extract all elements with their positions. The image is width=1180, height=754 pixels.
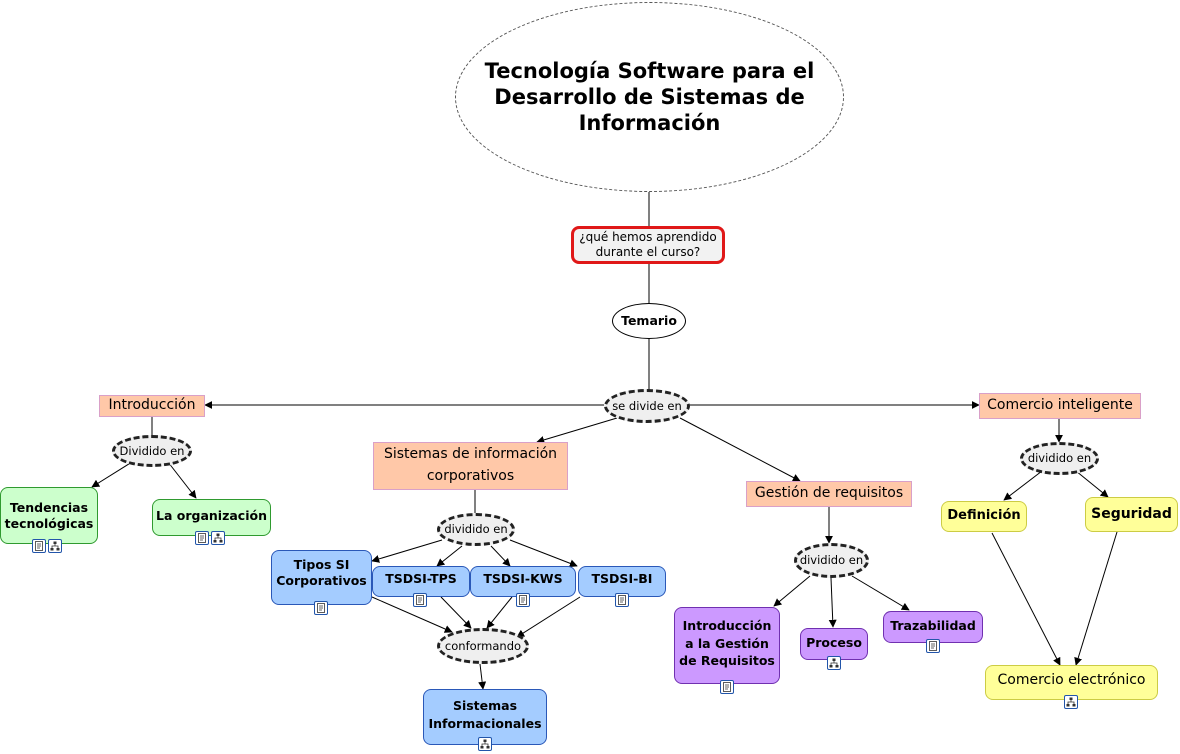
sistemas-informacionales-label: Sistemas Informacionales [428, 698, 542, 732]
tipos-si-node[interactable]: Tipos SI Corporativos [271, 550, 372, 605]
sistemas-corporativos-node[interactable]: Sistemas de información corporativos [373, 442, 568, 490]
sistemas-corporativos-label: Sistemas de información corporativos [383, 446, 558, 484]
title-node[interactable]: Tecnología Software para el Desarrollo d… [455, 2, 844, 192]
introduccion-node[interactable]: Introducción [99, 395, 205, 417]
document-icon[interactable] [32, 539, 46, 553]
trazabilidad-icons [926, 639, 940, 653]
concept-map-icon[interactable] [48, 539, 62, 553]
document-icon[interactable] [615, 593, 629, 607]
gestion-requisitos-label: Gestión de requisitos [754, 485, 904, 502]
sistemas-informacionales-icons [478, 737, 492, 751]
arrow-dividido-tipos [371, 539, 443, 563]
document-icon[interactable] [195, 531, 209, 545]
tsdsi-bi-label: TSDSI-BI [591, 571, 653, 586]
tipos-si-label: Tipos SI Corporativos [276, 557, 367, 588]
conformando-label: conformando [444, 638, 522, 653]
intro-gestion-icons [720, 680, 734, 694]
dividido-en-com-label: dividido en [1027, 451, 1092, 466]
seguridad-node[interactable]: Seguridad [1085, 497, 1178, 532]
introduccion-label: Introducción [108, 397, 196, 414]
question-label: ¿qué hemos aprendido durante el curso? [579, 230, 717, 259]
arrow-dividido-seguridad [1075, 470, 1109, 498]
arrow-seguridad-comercioelec [1074, 531, 1118, 666]
arrow-dividido-introgestion [773, 575, 811, 607]
arrow-kws-conformando [486, 596, 513, 629]
arrow-sedivide-sistemas [536, 417, 618, 444]
arrow-dividido-tendencias [91, 461, 133, 488]
tsdsi-tps-node[interactable]: TSDSI-TPS [372, 566, 470, 597]
tsdsi-kws-node[interactable]: TSDSI-KWS [470, 566, 576, 597]
tsdsi-kws-label: TSDSI-KWS [483, 571, 563, 586]
dividido-en-gest-node[interactable]: dividido en [794, 543, 869, 578]
arrow-sedivide-gestion [679, 417, 801, 482]
intro-gestion-label: Introducción a la Gestión de Requisitos [679, 618, 775, 668]
question-node[interactable]: ¿qué hemos aprendido durante el curso? [571, 226, 725, 264]
arrow-conformando-sistemasinf [478, 663, 487, 690]
dividido-en-corp-label: dividido en [444, 522, 508, 537]
tsdsi-tps-label: TSDSI-TPS [385, 571, 457, 586]
organizacion-node[interactable]: La organización [152, 499, 271, 536]
dividido-en-intro-node[interactable]: Dividido en [112, 435, 192, 467]
tsdsi-bi-node[interactable]: TSDSI-BI [578, 566, 666, 597]
organizacion-label: La organización [156, 508, 267, 523]
tsdsi-kws-icons [516, 593, 530, 607]
concept-map-icon[interactable] [1064, 695, 1078, 709]
document-icon[interactable] [413, 593, 427, 607]
arrow-dividido-bi [509, 539, 578, 568]
concept-map-icon[interactable] [211, 531, 225, 545]
organizacion-icons [195, 531, 225, 545]
document-icon[interactable] [516, 593, 530, 607]
tendencias-label: Tendencias tecnológicas [4, 499, 94, 531]
comercio-inteligente-node[interactable]: Comercio inteligente [979, 393, 1141, 419]
concept-map-icon[interactable] [478, 737, 492, 751]
tipos-si-icons [314, 601, 328, 615]
definicion-node[interactable]: Definición [941, 501, 1027, 532]
comercio-electronico-icons [1064, 695, 1078, 709]
arrow-dividido-definicion [1003, 470, 1043, 501]
temario-label: Temario [621, 313, 677, 329]
dividido-en-corp-node[interactable]: dividido en [437, 513, 515, 546]
proceso-icons [827, 656, 841, 670]
document-icon[interactable] [720, 680, 734, 694]
se-divide-en-label: se divide en [612, 398, 682, 413]
arrow-bi-conformando [516, 596, 581, 638]
tendencias-icons [32, 539, 62, 553]
tendencias-node[interactable]: Tendencias tecnológicas [0, 487, 98, 544]
temario-node[interactable]: Temario [612, 303, 686, 339]
arrow-dividido-trazabilidad [851, 575, 910, 611]
intro-gestion-node[interactable]: Introducción a la Gestión de Requisitos [674, 607, 780, 684]
tsdsi-tps-icons [413, 593, 427, 607]
document-icon[interactable] [314, 601, 328, 615]
arrow-tps-conformando [440, 596, 472, 629]
trazabilidad-label: Trazabilidad [890, 618, 976, 633]
definicion-label: Definición [947, 508, 1021, 524]
dividido-en-com-node[interactable]: dividido en [1020, 442, 1099, 475]
tsdsi-bi-icons [615, 593, 629, 607]
arrow-dividido-organizacion [167, 461, 197, 499]
sistemas-informacionales-node[interactable]: Sistemas Informacionales [423, 689, 547, 745]
se-divide-en-node[interactable]: se divide en [604, 389, 690, 423]
dividido-en-intro-label: Dividido en [119, 443, 185, 458]
dividido-en-gest-label: dividido en [799, 553, 864, 568]
seguridad-label: Seguridad [1091, 505, 1172, 522]
conformando-node[interactable]: conformando [437, 628, 529, 664]
comercio-inteligente-label: Comercio inteligente [987, 397, 1133, 414]
arrow-tipos-conformando [371, 596, 453, 633]
comercio-electronico-node[interactable]: Comercio electrónico [985, 665, 1158, 700]
arrow-dividido-tps [436, 545, 463, 567]
arrow-dividido-kws [490, 545, 511, 567]
gestion-requisitos-node[interactable]: Gestión de requisitos [746, 481, 912, 507]
comercio-electronico-label: Comercio electrónico [997, 672, 1146, 688]
title-label: Tecnología Software para el Desarrollo d… [484, 58, 815, 136]
arrow-definicion-comercioelec [991, 532, 1061, 666]
concept-map-icon[interactable] [827, 656, 841, 670]
arrow-dividido-proceso [828, 577, 837, 628]
proceso-label: Proceso [806, 635, 862, 650]
document-icon[interactable] [926, 639, 940, 653]
